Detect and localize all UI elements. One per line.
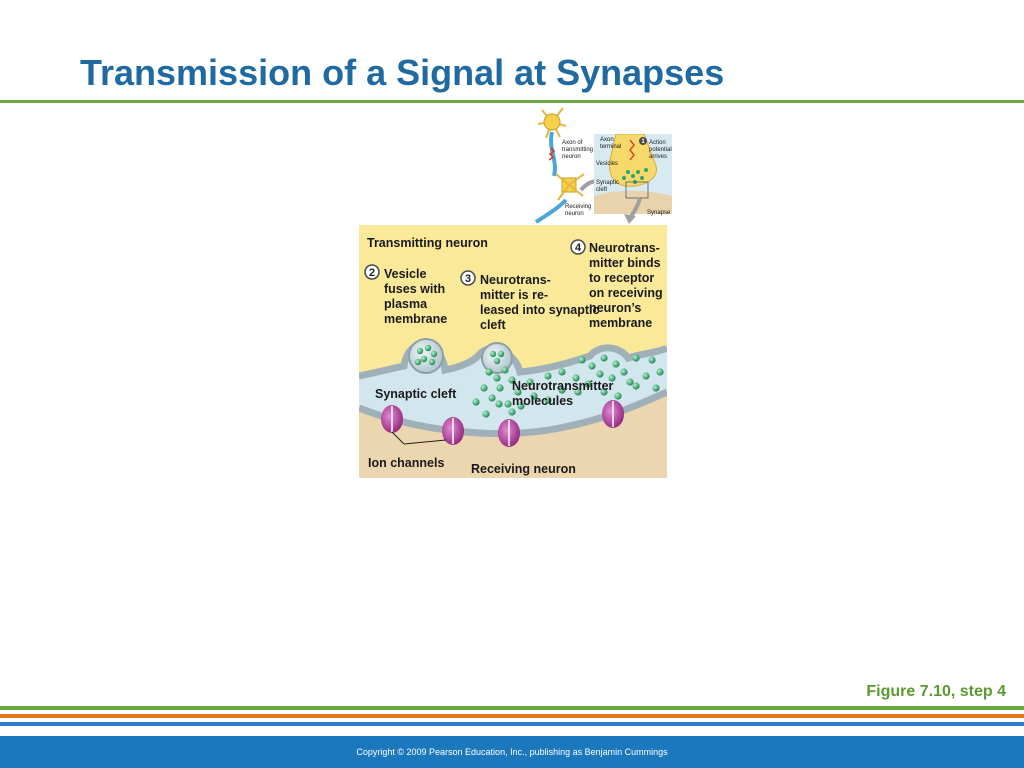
step-4-line: membrane	[589, 316, 652, 330]
step-3-line: mitter is re-	[480, 288, 548, 302]
ion-channel	[381, 405, 403, 433]
synapse-label: Synapse	[647, 210, 671, 216]
step-3-line: Neurotrans-	[480, 273, 551, 287]
nt-label-line: Neurotransmitter	[512, 379, 614, 393]
ion-channel	[498, 419, 520, 447]
slide-title: Transmission of a Signal at Synapses	[80, 52, 725, 93]
step-2-line: plasma	[384, 297, 428, 311]
step-4-line: neuron’s	[589, 301, 641, 315]
ion-channels-label: Ion channels	[368, 456, 444, 470]
footer-stripe-orange	[0, 714, 1024, 718]
step-4-line: mitter binds	[589, 256, 661, 270]
step-3-line: leased into synaptic	[480, 303, 600, 317]
synapse-panel	[359, 225, 667, 478]
title-rule	[0, 100, 1024, 103]
transmitting-neuron-cell-icon	[537, 107, 567, 177]
step-3-line: cleft	[480, 318, 507, 332]
step-3-badge: 3	[460, 270, 476, 286]
step-2-badge: 2	[364, 264, 380, 280]
svg-text:1: 1	[641, 139, 645, 145]
vesicles-label: Vesicles	[596, 161, 618, 167]
copyright: Copyright © 2009 Pearson Education, Inc.…	[356, 747, 668, 757]
ion-channel	[602, 400, 624, 428]
neurotransmitter-molecules-label: Neurotransmitter molecules	[512, 379, 617, 408]
step-2-text: Vesicle fuses with plasma membrane	[384, 267, 449, 326]
step-2-line: membrane	[384, 312, 447, 326]
ion-channels-pointer	[391, 431, 447, 445]
synaptic-cleft-label: Synaptic cleft	[375, 387, 457, 401]
neurotransmitter-molecules	[472, 354, 664, 418]
postsynaptic-membrane	[359, 388, 667, 437]
ion-channel	[442, 417, 464, 445]
transmitting-neuron-label: Transmitting neuron	[367, 236, 488, 250]
footer-stripe-blue	[0, 722, 1024, 726]
transmitting-cytoplasm	[359, 225, 667, 376]
footer-stripe-green	[0, 706, 1024, 710]
synapse-thumbnail	[594, 134, 672, 214]
action-potential-zigzag-icon	[548, 147, 556, 161]
step-2-line: fuses with	[384, 282, 445, 296]
vesicle-fusing	[408, 338, 444, 374]
nt-label-line: molecules	[512, 394, 573, 408]
step-3-text: Neurotrans- mitter is re- leased into sy…	[480, 273, 603, 332]
svg-text:2: 2	[369, 267, 375, 279]
step-2-line: Vesicle	[384, 267, 426, 281]
step-1-badge: 1	[639, 137, 647, 145]
receiving-neuron-label: Receiving neuron	[471, 462, 576, 476]
step-4-line: to receptor	[589, 271, 654, 285]
step-4-badge: 4	[570, 239, 586, 255]
svg-text:3: 3	[465, 273, 471, 285]
figure-label: Figure 7.10, step 4	[866, 683, 1006, 700]
footer-bar	[0, 736, 1024, 768]
step-4-text: Neurotrans- mitter binds to receptor on …	[589, 241, 666, 330]
step-4-line: Neurotrans-	[589, 241, 660, 255]
svg-text:4: 4	[575, 242, 582, 254]
receiving-neuron-cell-icon	[534, 173, 585, 224]
magnify-arrow-icon	[624, 197, 642, 224]
step-4-line: on receiving	[589, 286, 663, 300]
